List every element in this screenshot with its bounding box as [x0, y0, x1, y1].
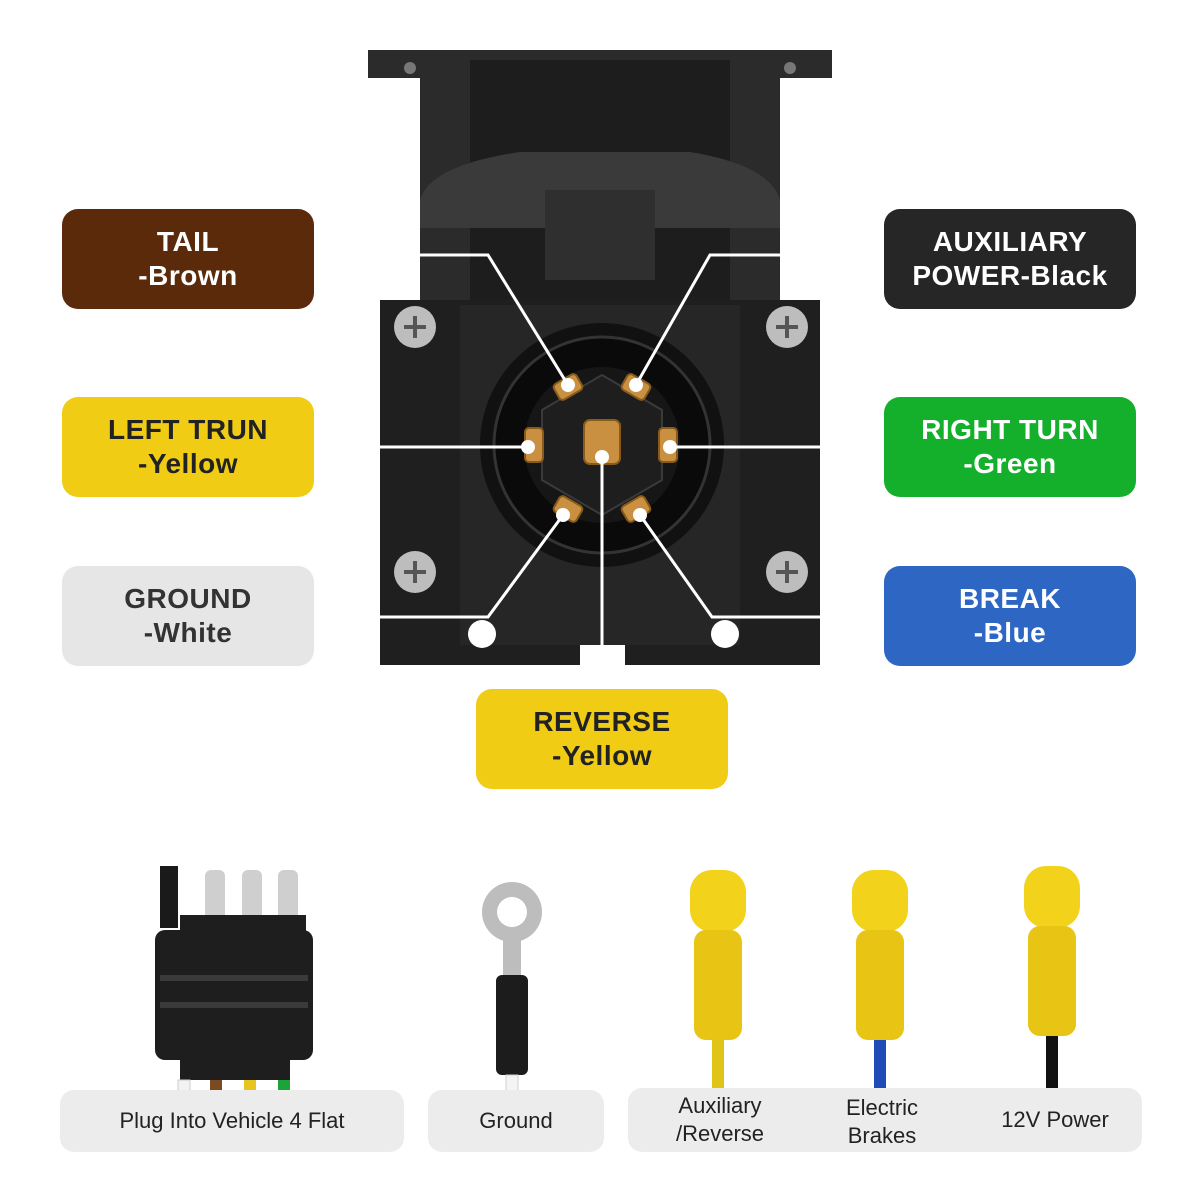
- pin-label-ground: GROUND -White: [62, 566, 314, 666]
- caption-group-connectors: [628, 1088, 1142, 1152]
- caption-ground: Ground: [428, 1090, 604, 1152]
- pin-label-auxiliary-power: AUXILIARY POWER-Black: [884, 209, 1136, 309]
- pin-label-line1: AUXILIARY: [932, 226, 1088, 257]
- pin-label-line1: GROUND: [124, 583, 252, 614]
- pin-label-line1: LEFT TRUN: [107, 414, 269, 445]
- screw-bottom-right: [766, 551, 808, 593]
- pin-label-line2: -Yellow: [138, 448, 238, 479]
- screw-top-left: [394, 306, 436, 348]
- caption-line1: Auxiliary: [678, 1093, 762, 1118]
- caption-plug: Plug Into Vehicle 4 Flat: [60, 1090, 404, 1152]
- pin-label-left-turn: LEFT TRUN -Yellow: [62, 397, 314, 497]
- four-flat-plug: [155, 866, 313, 1111]
- pin-label-line2: -Brown: [138, 260, 238, 291]
- bullet-connector-power: [1024, 866, 1080, 1088]
- caption-line2: /Reverse: [675, 1121, 765, 1146]
- ring-terminal: [482, 882, 542, 1116]
- pin-label-brake: BREAK -Blue: [884, 566, 1136, 666]
- pin-label-line1: BREAK: [958, 583, 1062, 614]
- screw-top-right: [766, 306, 808, 348]
- pin-label-line1: TAIL: [156, 226, 220, 257]
- pin-label-line1: REVERSE: [533, 706, 671, 737]
- pin-label-reverse: REVERSE -Yellow: [476, 689, 728, 789]
- caption-electric-brakes: Electric Brakes: [812, 1094, 952, 1150]
- pin-dots: [521, 378, 677, 522]
- pin-label-right-turn: RIGHT TURN -Green: [884, 397, 1136, 497]
- pin-label-tail: TAIL -Brown: [62, 209, 314, 309]
- screw-bottom-left: [394, 551, 436, 593]
- pin-label-line1: RIGHT TURN: [921, 414, 1099, 445]
- leader-lines: [316, 253, 884, 688]
- caption-line1: Electric: [845, 1095, 919, 1120]
- pin-label-line2: -Yellow: [552, 740, 652, 771]
- pin-label-line2: -Green: [963, 448, 1057, 479]
- pin-label-line2: -White: [143, 617, 233, 648]
- caption-line2: Brakes: [847, 1123, 917, 1148]
- bullet-connector-brakes: [852, 870, 908, 1088]
- caption-12v-power: 12V Power: [1001, 1107, 1109, 1132]
- caption-auxiliary-reverse: Auxiliary /Reverse: [650, 1092, 790, 1148]
- bullet-connector-auxiliary: [690, 870, 746, 1088]
- pin-label-line2: POWER-Black: [912, 260, 1108, 291]
- pin-label-line2: -Blue: [973, 617, 1047, 648]
